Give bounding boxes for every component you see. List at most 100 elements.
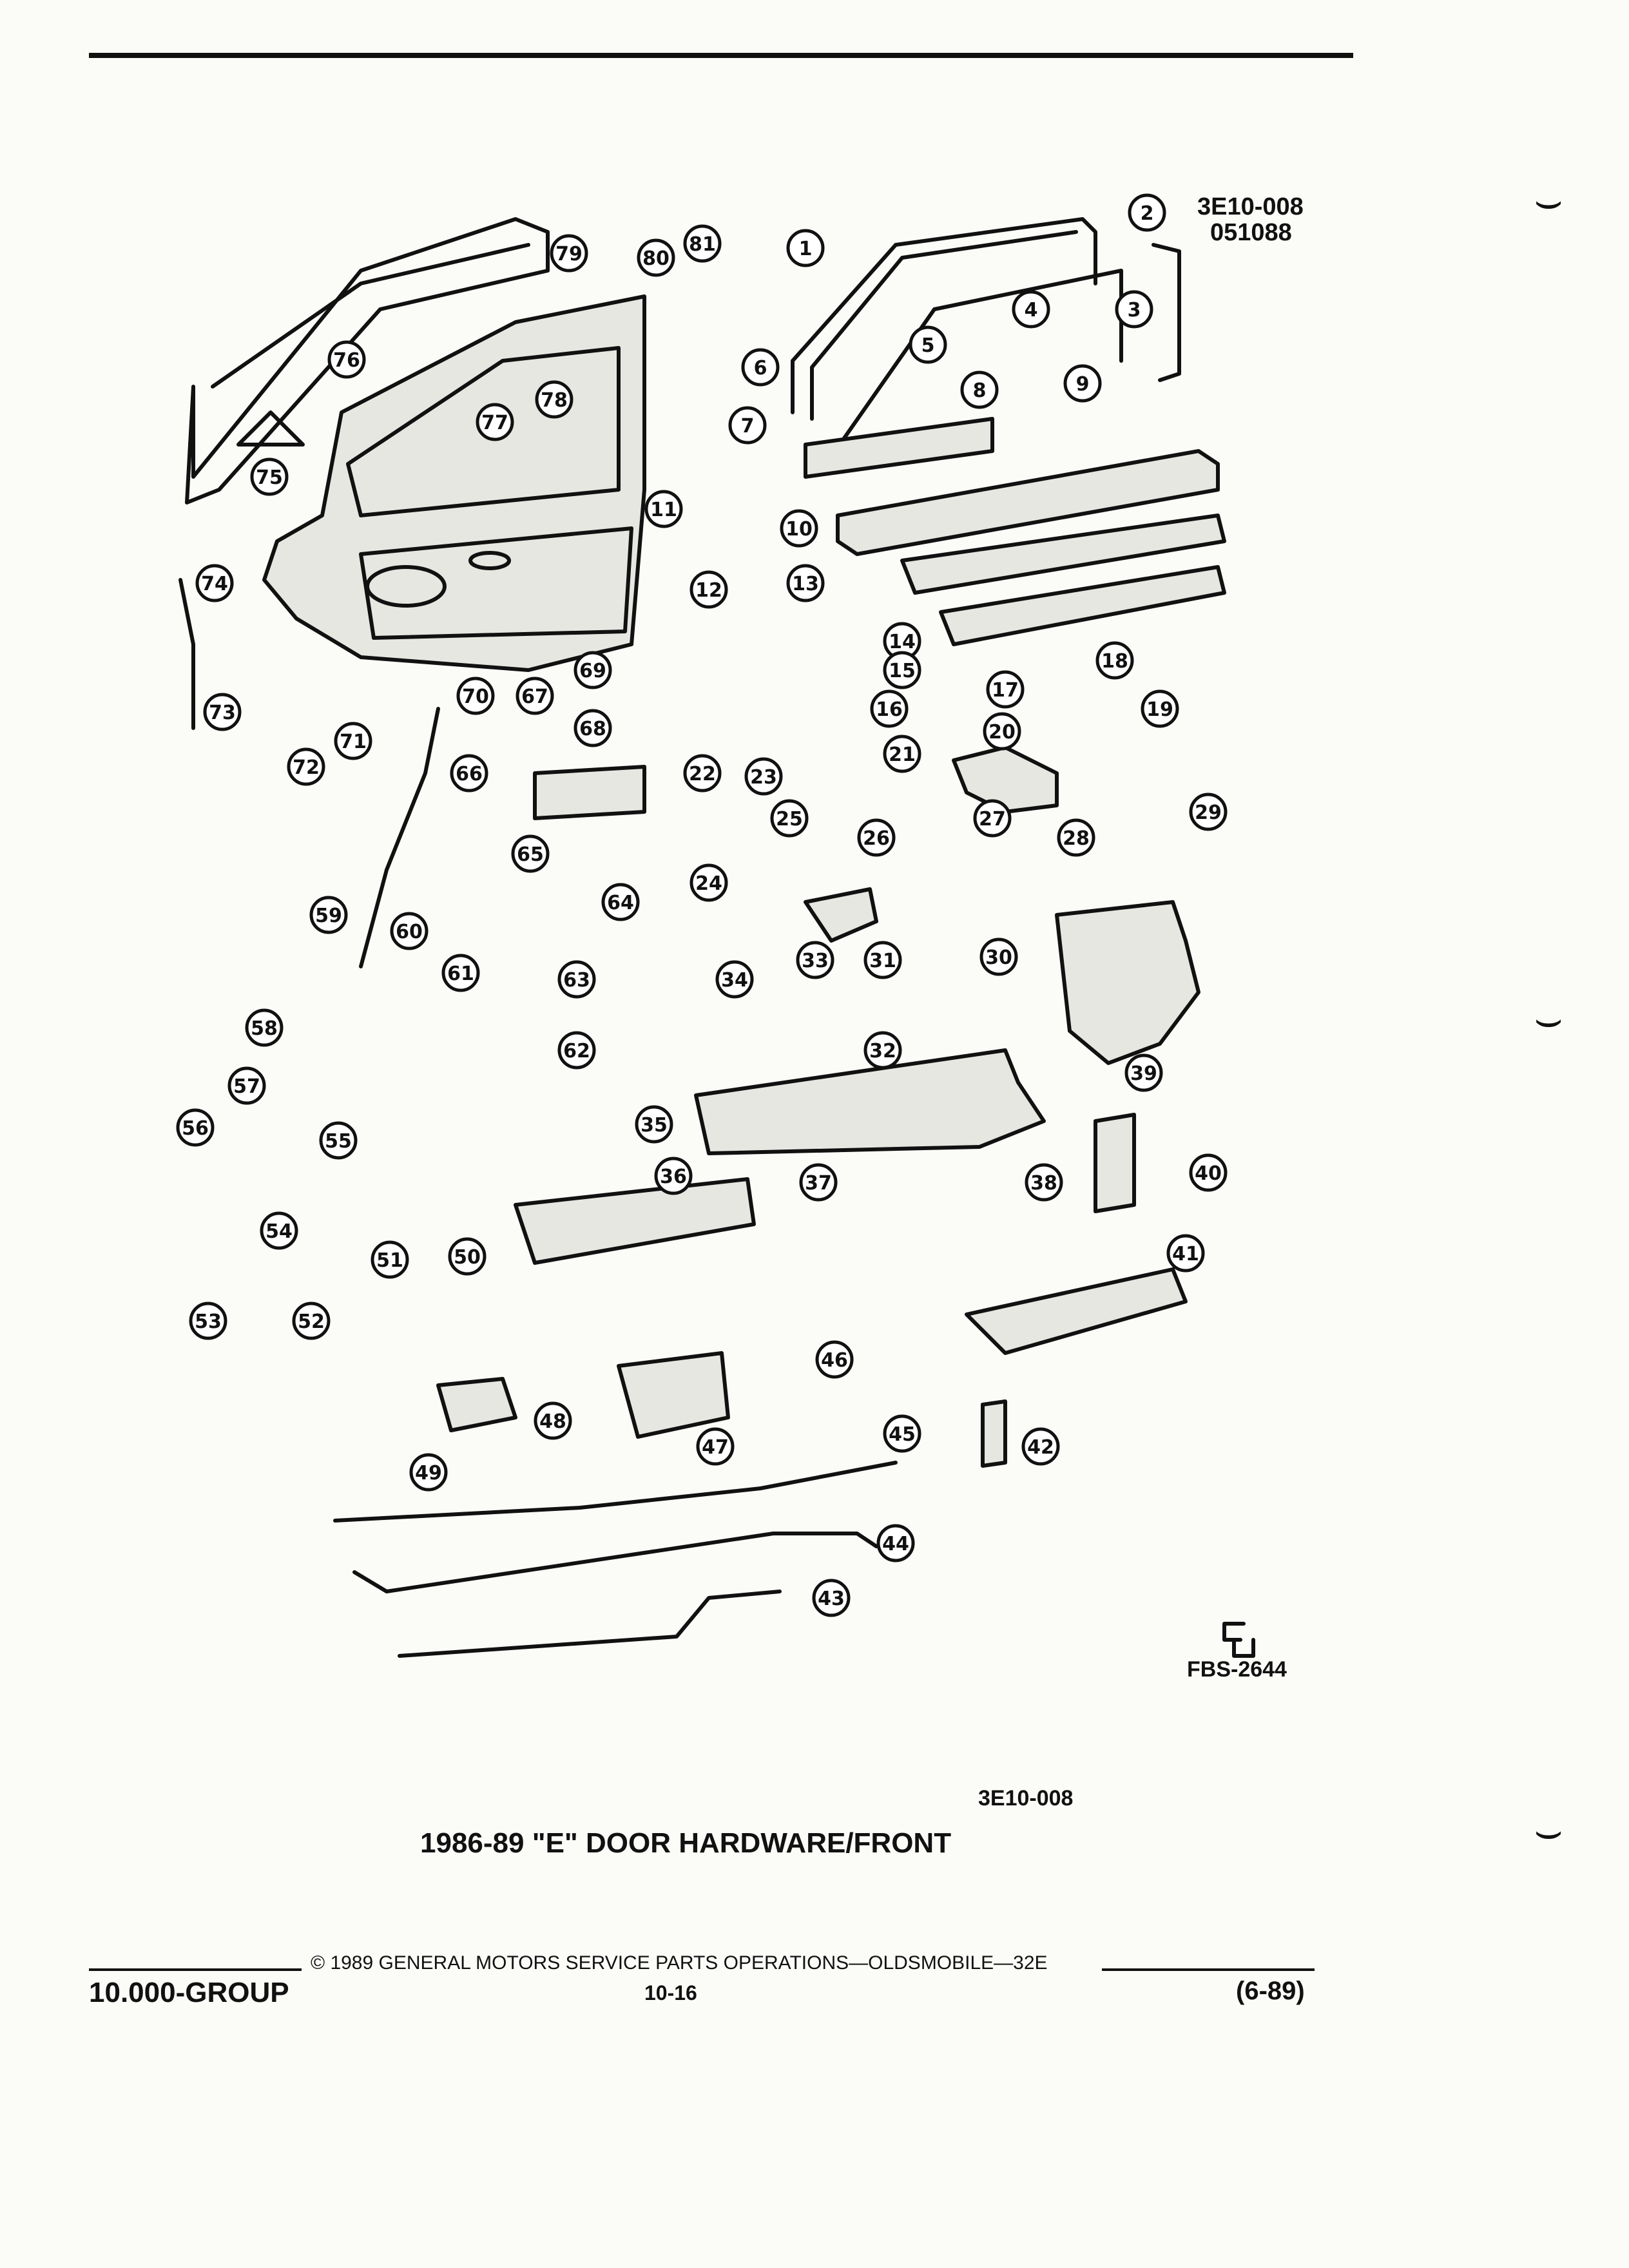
- footer-copyright: © 1989 GENERAL MOTORS SERVICE PARTS OPER…: [311, 1952, 1048, 1974]
- callout-10: 10: [780, 509, 818, 548]
- callout-8: 8: [960, 370, 999, 409]
- caption-code: 3E10-008: [978, 1786, 1074, 1811]
- callout-9: 9: [1063, 364, 1102, 403]
- callout-label-15: 15: [889, 660, 916, 682]
- footer-date: (6-89): [1236, 1977, 1305, 2005]
- callout-22: 22: [683, 754, 722, 793]
- callout-21: 21: [883, 735, 921, 773]
- callout-77: 77: [476, 403, 514, 441]
- callout-label-50: 50: [454, 1246, 481, 1269]
- top-rule: [89, 53, 1353, 58]
- callout-label-40: 40: [1195, 1162, 1222, 1185]
- callout-label-32: 32: [869, 1040, 896, 1062]
- callout-60: 60: [390, 912, 429, 950]
- callout-16: 16: [870, 689, 909, 728]
- callout-label-81: 81: [689, 233, 716, 256]
- callout-label-35: 35: [641, 1114, 668, 1137]
- binder-mark-middle: ⌣: [1534, 992, 1564, 1045]
- callout-label-49: 49: [415, 1462, 442, 1485]
- callout-label-78: 78: [541, 389, 568, 412]
- callout-label-75: 75: [256, 466, 283, 489]
- callout-label-69: 69: [579, 660, 606, 682]
- callout-70: 70: [456, 677, 495, 715]
- callout-73: 73: [203, 693, 242, 731]
- callout-36: 36: [654, 1157, 693, 1195]
- callout-57: 57: [227, 1066, 266, 1105]
- lock-and-latch-parts: [178, 578, 1200, 1468]
- callout-3: 3: [1115, 290, 1153, 329]
- callout-61: 61: [441, 954, 480, 992]
- footer-rule-left: [89, 1968, 302, 1971]
- callout-19: 19: [1141, 689, 1179, 728]
- callout-45: 45: [883, 1414, 921, 1453]
- callout-label-42: 42: [1027, 1436, 1054, 1459]
- callout-66: 66: [450, 754, 488, 793]
- callout-48: 48: [534, 1401, 572, 1440]
- callout-31: 31: [863, 941, 902, 979]
- callout-6: 6: [741, 348, 780, 387]
- callout-label-41: 41: [1172, 1243, 1199, 1265]
- callout-label-47: 47: [702, 1436, 729, 1459]
- callout-label-60: 60: [396, 921, 423, 943]
- callout-label-4: 4: [1025, 299, 1038, 322]
- callout-label-28: 28: [1063, 827, 1090, 850]
- callout-30: 30: [979, 937, 1018, 976]
- callout-label-14: 14: [889, 631, 916, 653]
- callout-label-45: 45: [889, 1423, 916, 1446]
- callout-5: 5: [909, 325, 947, 364]
- callout-11: 11: [644, 490, 683, 528]
- callout-label-43: 43: [818, 1588, 845, 1610]
- callout-label-24: 24: [695, 872, 722, 895]
- callout-label-16: 16: [876, 698, 903, 721]
- callout-37: 37: [799, 1163, 838, 1202]
- callout-17: 17: [986, 670, 1025, 709]
- callout-47: 47: [696, 1427, 735, 1466]
- callout-51: 51: [371, 1240, 409, 1279]
- footer-page: 10-16: [644, 1981, 697, 2004]
- callout-label-51: 51: [376, 1249, 403, 1272]
- callout-label-79: 79: [555, 243, 583, 265]
- callout-74: 74: [195, 564, 234, 602]
- callout-label-76: 76: [333, 349, 360, 372]
- callout-label-1: 1: [799, 238, 813, 260]
- connecting-rods: [333, 1461, 898, 1658]
- callout-78: 78: [535, 380, 574, 419]
- footer-rule-right: [1102, 1968, 1315, 1971]
- callout-50: 50: [448, 1237, 487, 1276]
- callout-67: 67: [516, 677, 554, 715]
- callout-label-48: 48: [539, 1410, 566, 1433]
- callout-62: 62: [557, 1031, 596, 1070]
- callout-label-6: 6: [754, 357, 767, 380]
- callout-label-59: 59: [315, 905, 342, 927]
- callout-label-18: 18: [1101, 650, 1128, 673]
- callout-25: 25: [770, 799, 809, 838]
- callout-label-77: 77: [481, 412, 508, 434]
- callout-label-8: 8: [973, 380, 987, 402]
- footer-group: 10.000-GROUP: [89, 1977, 289, 2008]
- callout-label-20: 20: [988, 721, 1016, 744]
- callout-35: 35: [635, 1105, 673, 1144]
- callout-72: 72: [287, 747, 325, 786]
- callout-label-66: 66: [456, 763, 483, 785]
- callout-label-5: 5: [921, 334, 935, 357]
- callout-49: 49: [409, 1453, 448, 1492]
- callout-55: 55: [319, 1121, 358, 1160]
- callout-label-9: 9: [1076, 373, 1090, 396]
- callout-34: 34: [715, 960, 754, 999]
- art-ref: FBS-2644: [1187, 1657, 1287, 1682]
- callout-label-26: 26: [863, 827, 890, 850]
- callout-label-31: 31: [869, 950, 896, 972]
- callout-26: 26: [857, 818, 896, 857]
- callout-label-74: 74: [201, 573, 228, 595]
- callout-38: 38: [1025, 1163, 1063, 1202]
- callout-label-54: 54: [265, 1220, 293, 1243]
- callout-label-12: 12: [695, 579, 722, 602]
- callout-label-23: 23: [750, 766, 777, 789]
- callout-23: 23: [744, 757, 783, 796]
- callout-label-62: 62: [563, 1040, 590, 1062]
- caption-title: 1986-89 "E" DOOR HARDWARE/FRONT: [420, 1827, 952, 1859]
- callout-label-61: 61: [447, 963, 474, 985]
- callout-18: 18: [1095, 641, 1134, 680]
